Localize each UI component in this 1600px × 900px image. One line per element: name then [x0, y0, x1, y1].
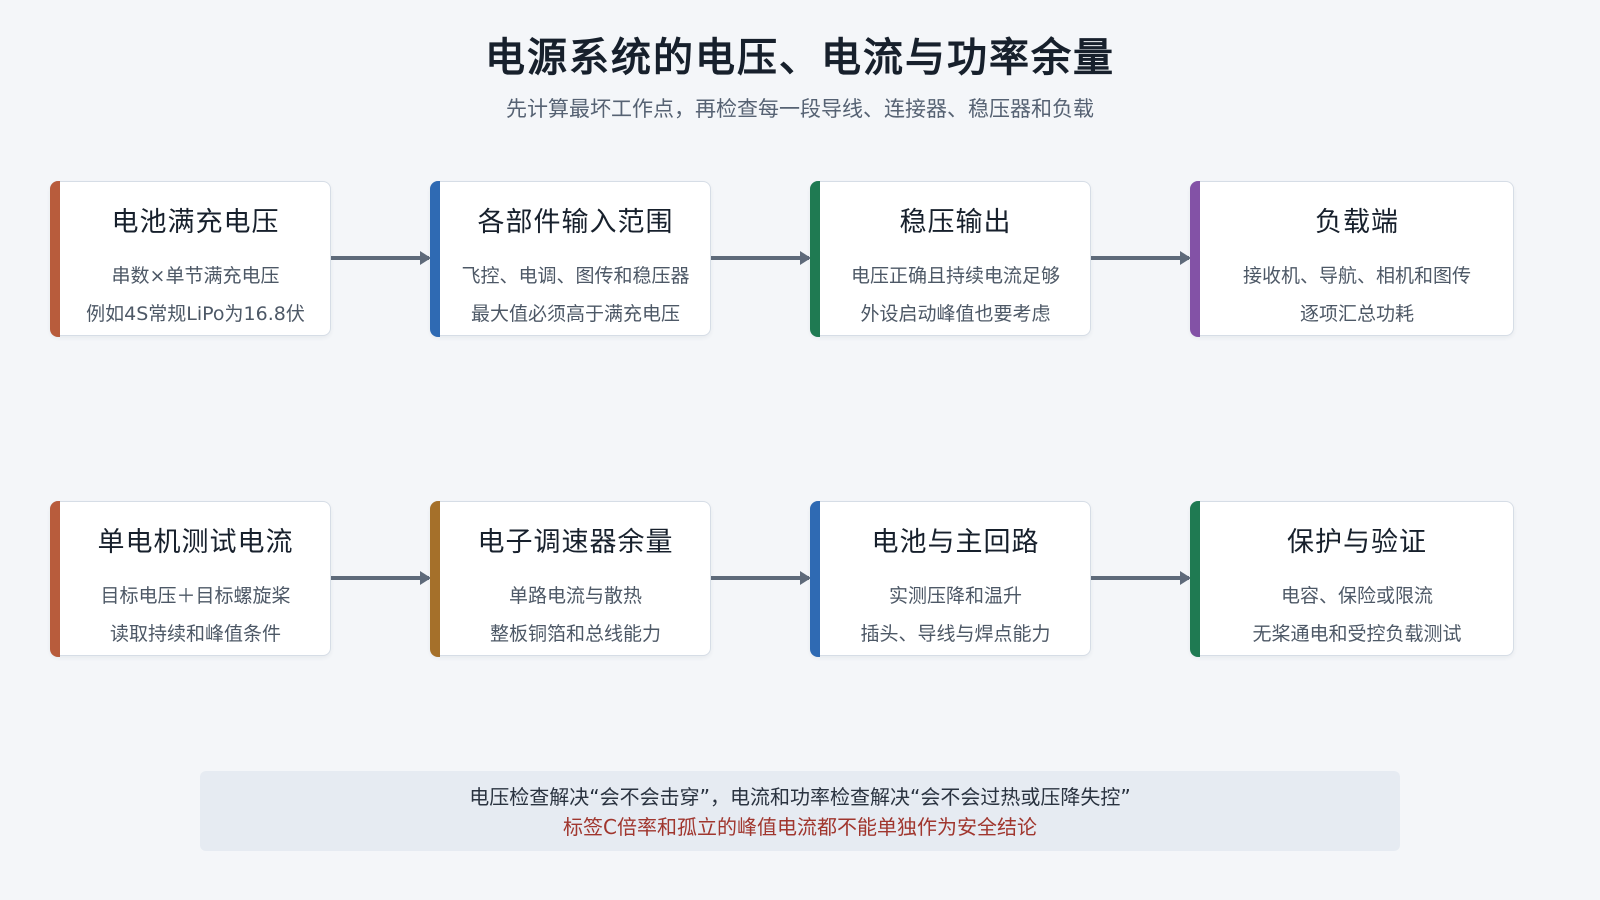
node-accent-bar: [49, 180, 60, 337]
flow-arrow: [1091, 571, 1191, 585]
page-subtitle: 先计算最坏工作点，再检查每一段导线、连接器、稳压器和负载: [506, 97, 1094, 121]
node-line-1: 单路电流与散热: [508, 585, 642, 607]
node-title: 电池与主回路: [871, 527, 1040, 558]
node-line-2: 无桨通电和受控负载测试: [1252, 623, 1462, 645]
node-accent-bar: [1189, 500, 1200, 657]
flow-arrow: [331, 571, 431, 585]
flow-arrow: [331, 251, 431, 265]
node-title: 保护与验证: [1287, 527, 1427, 558]
node-line-2: 插头、导线与焊点能力: [860, 623, 1051, 645]
node-line-1: 电压正确且持续电流足够: [850, 265, 1060, 287]
node-title: 负载端: [1315, 207, 1399, 238]
node-line-2: 外设启动峰值也要考虑: [860, 303, 1051, 325]
note-line-2-warning: 标签C倍率和孤立的峰值电流都不能单独作为安全结论: [563, 815, 1037, 839]
node-battery-main-circuit: 电池与主回路 实测压降和温升 插头、导线与焊点能力: [809, 500, 1091, 657]
node-accent-bar: [809, 500, 820, 657]
node-accent-bar: [49, 500, 60, 657]
node-regulated-output: 稳压输出 电压正确且持续电流足够 外设启动峰值也要考虑: [809, 180, 1091, 337]
node-accent-bar: [809, 180, 820, 337]
node-title: 单电机测试电流: [97, 527, 294, 558]
node-title: 电子调速器余量: [477, 527, 674, 558]
node-line-2: 最大值必须高于满充电压: [470, 303, 680, 325]
node-line-1: 实测压降和温升: [888, 585, 1022, 607]
node-esc-margin: 电子调速器余量 单路电流与散热 整板铜箔和总线能力: [429, 500, 711, 657]
node-line-1: 串数×单节满充电压: [111, 265, 280, 287]
node-single-motor-test-current: 单电机测试电流 目标电压＋目标螺旋桨 读取持续和峰值条件: [49, 500, 331, 657]
node-accent-bar: [1189, 180, 1200, 337]
node-protection-verification: 保护与验证 电容、保险或限流 无桨通电和受控负载测试: [1189, 500, 1514, 657]
flow-arrow: [711, 571, 811, 585]
summary-note: 电压检查解决“会不会击穿”，电流和功率检查解决“会不会过热或压降失控” 标签C倍…: [200, 771, 1400, 851]
node-line-1: 接收机、导航、相机和图传: [1242, 265, 1471, 287]
page-title: 电源系统的电压、电流与功率余量: [485, 35, 1115, 81]
note-line-1: 电压检查解决“会不会击穿”，电流和功率检查解决“会不会过热或压降失控”: [469, 785, 1131, 809]
node-battery-full-voltage: 电池满充电压 串数×单节满充电压 例如4S常规LiPo为16.8伏: [49, 180, 331, 337]
node-line-1: 目标电压＋目标螺旋桨: [100, 585, 291, 607]
node-title: 电池满充电压: [111, 207, 280, 238]
node-load-end: 负载端 接收机、导航、相机和图传 逐项汇总功耗: [1189, 180, 1514, 337]
flow-arrow: [1091, 251, 1191, 265]
node-accent-bar: [429, 180, 440, 337]
node-title: 稳压输出: [899, 207, 1012, 238]
node-line-2: 读取持续和峰值条件: [109, 623, 281, 645]
node-line-1: 电容、保险或限流: [1280, 585, 1433, 607]
node-line-2: 逐项汇总功耗: [1299, 303, 1414, 325]
node-line-2: 整板铜箔和总线能力: [489, 623, 661, 645]
node-accent-bar: [429, 500, 440, 657]
flow-arrow: [711, 251, 811, 265]
node-component-input-range: 各部件输入范围 飞控、电调、图传和稳压器 最大值必须高于满充电压: [429, 180, 711, 337]
node-title: 各部件输入范围: [477, 207, 674, 238]
node-line-1: 飞控、电调、图传和稳压器: [461, 265, 690, 287]
node-line-2: 例如4S常规LiPo为16.8伏: [86, 303, 305, 325]
